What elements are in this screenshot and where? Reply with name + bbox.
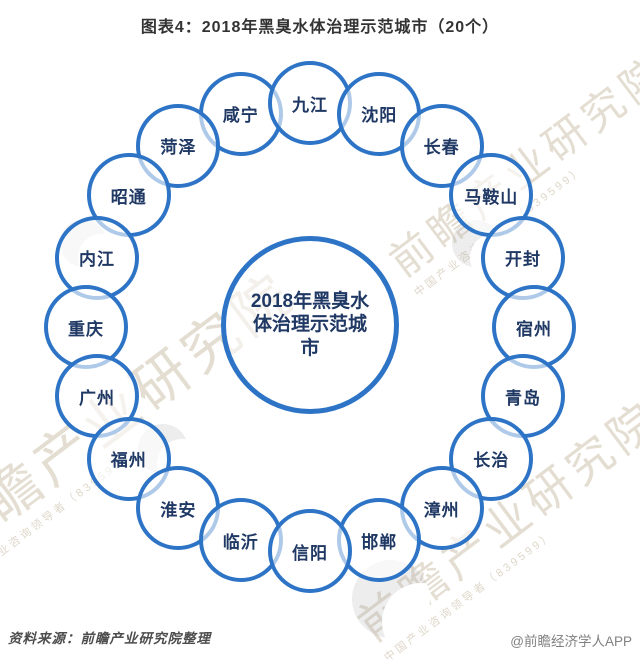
city-label: 信阳 (292, 543, 328, 563)
city-label: 长治 (473, 451, 510, 471)
center-label: 2018年黑臭水体治理示范城市 (244, 290, 376, 360)
city-label: 广州 (78, 388, 115, 408)
city-label: 沈阳 (361, 106, 398, 126)
city-label: 九江 (292, 95, 328, 115)
center-label-line: 体治理示范城 (252, 314, 367, 336)
city-circle-11: 信阳 (268, 509, 352, 593)
city-label: 昭通 (110, 187, 147, 207)
city-label: 咸宁 (222, 106, 259, 126)
source-note: 资料来源：前瞻产业研究院整理 (8, 631, 211, 646)
city-label: 青岛 (505, 388, 542, 408)
city-label: 漳州 (423, 500, 460, 520)
city-label: 内江 (78, 250, 115, 270)
city-label: 长春 (423, 138, 460, 158)
city-label: 临沂 (222, 532, 259, 552)
figure-title: 图表4：2018年黑臭水体治理示范城市（20个） (140, 19, 500, 36)
city-label: 开封 (505, 250, 542, 270)
city-label: 宿州 (516, 319, 552, 339)
city-circle-6: 宿州 (492, 285, 576, 369)
center-circle: 2018年黑臭水体治理示范城市 (221, 236, 399, 414)
center-label-line: 2018年黑臭水 (250, 291, 370, 313)
city-label: 福州 (110, 451, 147, 471)
city-label: 邯郸 (361, 532, 398, 552)
city-label: 马鞍山 (464, 187, 519, 207)
center-label-line: 市 (300, 337, 320, 359)
city-circle-10: 邯郸 (337, 498, 422, 583)
city-label: 淮安 (160, 500, 197, 520)
city-label: 重庆 (68, 319, 104, 339)
credit-note: @前瞻经济学人APP (510, 634, 632, 649)
city-label: 菏泽 (160, 138, 197, 158)
